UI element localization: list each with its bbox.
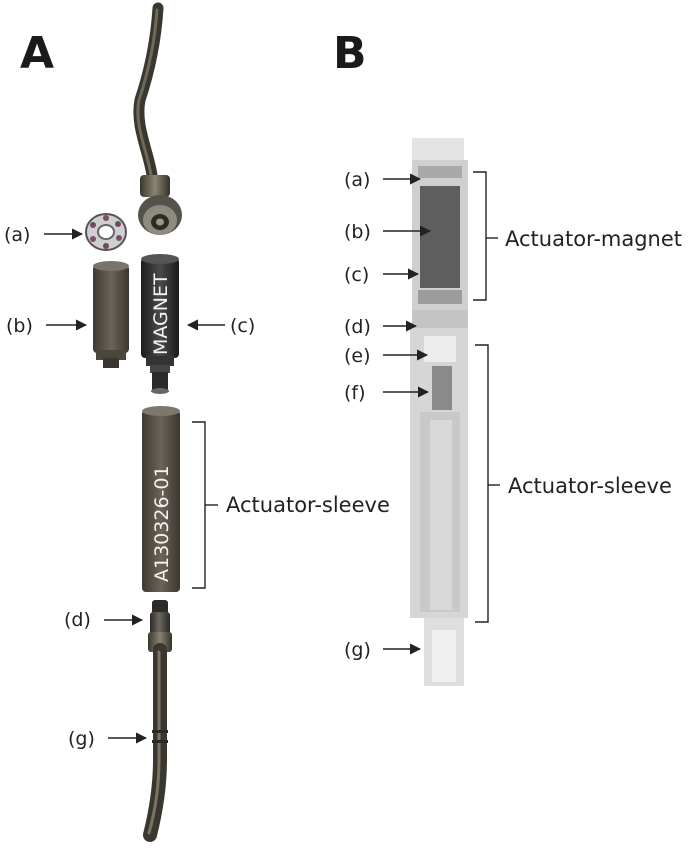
label-g-left: (g) — [68, 728, 95, 750]
label-actuator-sleeve-a: Actuator-sleeve — [226, 493, 390, 517]
label-a-left: (a) — [4, 224, 30, 246]
label-e-right: (e) — [344, 345, 371, 367]
label-a-right: (a) — [344, 169, 370, 191]
xray-device — [410, 138, 468, 686]
panel-a-letter: A — [20, 28, 54, 79]
bracket-magnet-b — [473, 171, 487, 301]
catheter-tube-top — [133, 2, 170, 197]
label-f-right: (f) — [344, 382, 366, 404]
connector-nut — [138, 195, 182, 235]
actuator-sleeve-part: A130326-01 — [142, 406, 180, 592]
label-b-left: (b) — [6, 315, 33, 337]
label-g-right: (g) — [344, 639, 371, 661]
magnet-print: MAGNET — [150, 273, 172, 355]
label-c-left: (c) — [230, 315, 255, 337]
label-d-right: (d) — [344, 316, 371, 338]
ball-bearing — [85, 213, 127, 251]
magnet-part-c: MAGNET — [141, 254, 179, 394]
panel-a: A — [4, 2, 390, 842]
panel-b: B (a) (b) (c) Actuator-magnet (d) — [333, 28, 682, 686]
label-actuator-sleeve-b: Actuator-sleeve — [508, 474, 672, 498]
label-b-right: (b) — [344, 221, 371, 243]
label-c-right: (c) — [344, 264, 369, 286]
sleeve-part-b — [93, 261, 129, 368]
catheter-bottom — [143, 600, 172, 842]
label-d-left: (d) — [64, 609, 91, 631]
label-actuator-magnet: Actuator-magnet — [505, 227, 682, 251]
panel-b-letter: B — [333, 28, 367, 79]
sleeve-print: A130326-01 — [151, 465, 173, 582]
bracket-sleeve-b — [475, 344, 489, 623]
bracket-sleeve-a — [192, 421, 206, 589]
